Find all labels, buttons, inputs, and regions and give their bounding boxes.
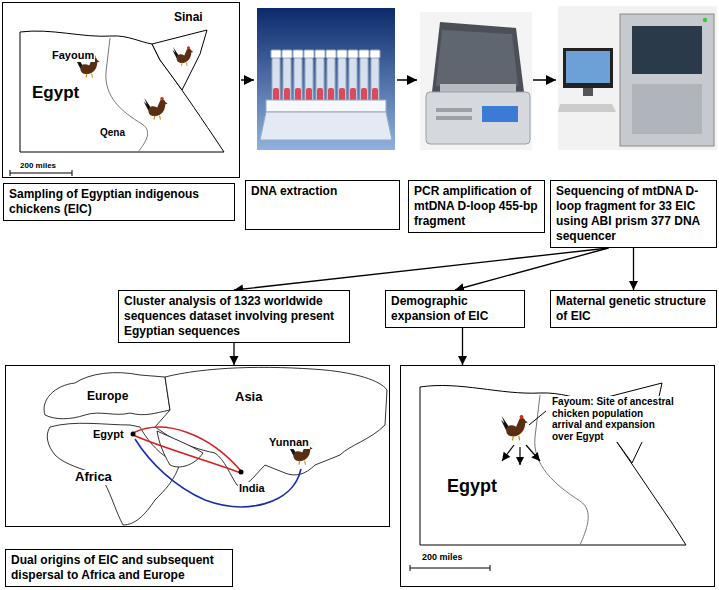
pcr-machine-photo: [420, 12, 532, 150]
step-box: PCR amplification of mtDNA D-loop 455-bp…: [408, 180, 545, 233]
box-text: Sequencing of mtDNA D-loop fragment for …: [556, 184, 711, 244]
map-label: Asia: [234, 390, 263, 405]
map-label: Fayoum: [51, 49, 95, 62]
scale-bar: [410, 565, 490, 571]
tube: [282, 50, 292, 107]
map-label: Africa: [74, 470, 113, 485]
connector-arrow: [462, 328, 463, 365]
tube: [370, 50, 380, 107]
box-text: Cluster analysis of 1323 worldwide seque…: [124, 294, 344, 339]
lid: [432, 22, 524, 92]
sequencer-body: [620, 14, 714, 146]
step-box: Sequencing of mtDNA D-loop fragment for …: [550, 180, 717, 248]
expansion-arrow: [519, 447, 520, 465]
rack-top: [266, 100, 386, 112]
map-label: Yunnan: [268, 436, 310, 449]
flow-arrow: [533, 79, 556, 81]
map-label: Europe: [86, 390, 129, 404]
map-label: Egypt: [31, 83, 80, 103]
dna-tubes-photo: [257, 8, 395, 150]
keyboard: [558, 104, 616, 112]
connector-arrow: [234, 248, 608, 290]
connector-arrow: [455, 248, 608, 290]
map-panel: Fayoum: Site of ancestral chicken popula…: [400, 365, 715, 587]
step-box: Dual origins of EIC and subsequent dispe…: [5, 549, 233, 587]
connector-arrow: [233, 343, 234, 365]
tube: [315, 50, 325, 107]
map-label: 200 miles: [421, 552, 464, 562]
tube: [304, 50, 314, 107]
map-label: Egypt: [446, 476, 498, 497]
step-box: Cluster analysis of 1323 worldwide seque…: [118, 290, 350, 343]
map-label: Qena: [99, 127, 126, 139]
map-label: 200 miles: [19, 161, 57, 170]
world-map: [44, 367, 387, 525]
map-label: Fayoum: Site of ancestral chicken popula…: [551, 396, 675, 442]
box-text: Sampling of Egyptian indigenous chickens…: [9, 187, 229, 217]
blue-route: [135, 439, 301, 507]
photo-ground: [420, 12, 532, 150]
lid-inner: [436, 30, 518, 86]
step-box: Demographic expansion of EIC: [385, 290, 525, 328]
box-text: Maternal genetic structure of EIC: [556, 294, 711, 324]
stand: [583, 88, 593, 96]
base: [426, 92, 530, 144]
display: [482, 106, 518, 122]
vent: [436, 108, 472, 112]
sequencer-window: [632, 26, 702, 74]
sinai-outline: [152, 30, 207, 90]
photo-ground: [257, 8, 395, 150]
expansion-arrow: [502, 445, 514, 461]
flow-arrow: [241, 79, 254, 81]
site-dot: [239, 470, 244, 475]
tube: [348, 50, 358, 107]
connector-arrow: [633, 248, 634, 290]
tube: [293, 50, 303, 107]
step-box: DNA extraction: [245, 180, 400, 230]
egypt-map: [410, 383, 686, 571]
sequencer-panel: [632, 84, 702, 134]
europe-outline: [44, 373, 170, 419]
map-label: India: [238, 482, 266, 495]
tube: [326, 50, 336, 107]
map-label: Egypt: [92, 428, 125, 441]
red-route: [133, 435, 241, 473]
vent: [436, 116, 472, 120]
asia-outline: [155, 367, 387, 486]
tube: [359, 50, 369, 107]
step-box: Sampling of Egyptian indigenous chickens…: [3, 183, 235, 221]
red-route: [133, 427, 241, 471]
photo-ground: [558, 6, 717, 150]
sequencer-photo: [558, 6, 717, 150]
expansion-arrow: [526, 445, 540, 461]
box-text: Demographic expansion of EIC: [391, 294, 519, 324]
screen: [566, 51, 610, 83]
scale-bar: [10, 170, 72, 176]
map-panel: Fayoum SinaiEgyptQena 200 miles: [2, 2, 240, 178]
chicken-icon: [501, 415, 528, 440]
country-outline: [420, 385, 686, 545]
chicken-icon: [144, 97, 168, 120]
box-text: PCR amplification of mtDNA D-loop 455-bp…: [414, 184, 539, 229]
flow-arrow: [397, 79, 417, 81]
site-dot: [131, 432, 136, 437]
box-text: DNA extraction: [251, 184, 394, 199]
leader-line: [529, 411, 546, 425]
egypt-map: [10, 30, 224, 176]
box-text: Dual origins of EIC and subsequent dispe…: [11, 553, 227, 583]
tube: [271, 50, 281, 107]
rack-body: [260, 112, 392, 140]
monitor: [563, 48, 613, 88]
map-label: Sinai: [173, 11, 204, 25]
step-box: Maternal genetic structure of EIC: [550, 290, 717, 328]
indicator-light: [703, 18, 707, 22]
tube: [337, 50, 347, 107]
chicken-icon: [172, 46, 193, 66]
map-panel: Europe AsiaEgyptAfricaIndia Yunnan: [5, 365, 390, 527]
